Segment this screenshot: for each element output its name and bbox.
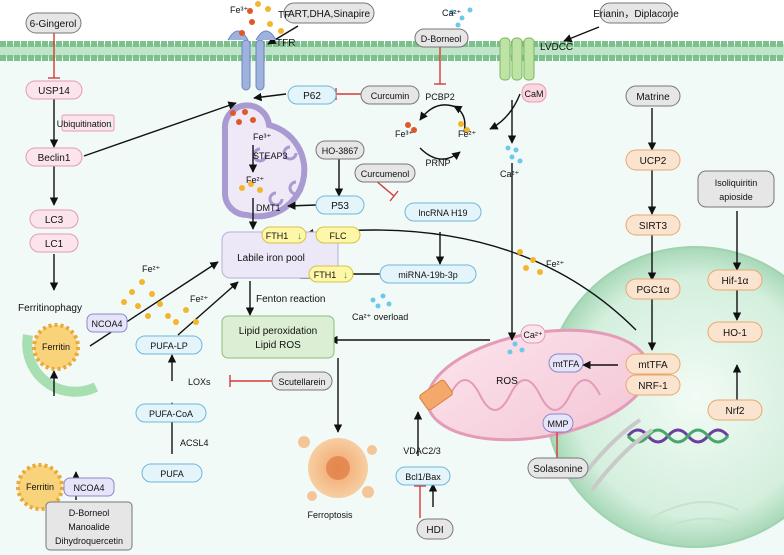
node-ca-overload: Ca²⁺ overload bbox=[352, 312, 408, 322]
node-mmp: MMP bbox=[548, 419, 569, 429]
node-steap3: STEAP3 bbox=[253, 151, 288, 161]
tf-label: TF bbox=[278, 10, 290, 21]
ca-label: Ca²⁺ bbox=[442, 8, 462, 18]
autophagosome-crescent bbox=[22, 334, 99, 397]
node-labile-iron-pool: Labile iron pool bbox=[237, 253, 305, 264]
drug-curcumenol: Curcumenol bbox=[361, 169, 410, 179]
node-fe2-middle: Fe²⁺ bbox=[190, 294, 209, 304]
inhibitions bbox=[48, 33, 563, 518]
node-nrf1: NRF-1 bbox=[638, 381, 668, 392]
node-bcl1-bax: Bcl1/Bax bbox=[405, 472, 441, 482]
node-mttfa: mtTFA bbox=[638, 360, 668, 371]
drug-bottom-1: D-Borneol bbox=[69, 508, 110, 518]
node-ferritin-upper: Ferritin bbox=[42, 342, 70, 352]
drug-scutellarein: Scutellarein bbox=[278, 377, 325, 387]
node-ucp2: UCP2 bbox=[640, 156, 667, 167]
node-ferritin-lower: Ferritin bbox=[26, 482, 54, 492]
node-fenton: Fenton reaction bbox=[256, 294, 326, 305]
node-pgc1a: PGC1α bbox=[636, 285, 669, 296]
cell-membrane bbox=[0, 41, 784, 61]
node-p53: P53 bbox=[331, 201, 349, 212]
node-ubiquitination: Ubiquitination bbox=[57, 119, 112, 129]
drug-ho3867: HO-3867 bbox=[322, 146, 359, 156]
node-fe2-left: Fe²⁺ bbox=[142, 264, 161, 274]
drug-matrine: Matrine bbox=[636, 92, 670, 103]
golgi-line bbox=[590, 428, 654, 492]
node-fe2-cycle: Fe²⁺ bbox=[458, 129, 477, 139]
dna-strand-2 bbox=[626, 428, 730, 444]
lvdcc-channel bbox=[499, 37, 535, 81]
node-fe3-endosome: Fe³⁺ bbox=[253, 132, 272, 142]
node-lc3: LC3 bbox=[45, 215, 64, 226]
node-fe3-cycle: Fe³⁺ bbox=[395, 129, 414, 139]
node-fth1-top: FTH1 bbox=[266, 231, 289, 241]
node-nrf2: Nrf2 bbox=[726, 406, 745, 417]
down-arrow-icon: ↓ bbox=[108, 119, 113, 130]
ion-dots bbox=[121, 1, 543, 355]
drug-hdi: HDI bbox=[426, 525, 443, 536]
node-fth1-bottom: FTH1 bbox=[314, 270, 337, 280]
tfr-label: TFR bbox=[276, 38, 295, 49]
drug-apioside: apioside bbox=[719, 192, 753, 202]
ferritin-sphere-upper bbox=[32, 323, 80, 371]
node-lncrna: lncRNA H19 bbox=[418, 208, 467, 218]
node-loxs: LOXs bbox=[188, 377, 211, 387]
cam-label: CaM bbox=[524, 89, 543, 99]
lvdcc-label: LVDCC bbox=[540, 42, 573, 53]
node-pufa: PUFA bbox=[160, 469, 184, 479]
labels: Fe³⁺ TF TFR Ca²⁺ LVDCC CaM 6-Gingerol AR… bbox=[18, 5, 757, 546]
node-ncoa4-lower: NCOA4 bbox=[73, 483, 104, 493]
node-ros: ROS bbox=[496, 376, 518, 387]
node-ho1: HO-1 bbox=[723, 328, 747, 339]
drug-erianin: Erianin，Diplacone bbox=[593, 9, 679, 20]
drug-bottom-3: Dihydroquercetin bbox=[55, 536, 123, 546]
boxes bbox=[25, 2, 775, 551]
node-fe2-right: Fe²⁺ bbox=[546, 259, 565, 269]
node-dmt1: DMT1 bbox=[256, 203, 281, 213]
node-ncoa4-upper: NCOA4 bbox=[91, 319, 122, 329]
node-ferroptosis: Ferroptosis bbox=[307, 510, 353, 520]
node-acsl4: ACSL4 bbox=[180, 438, 209, 448]
node-mirna: miRNA-19b-3p bbox=[398, 270, 458, 280]
node-prnp: PRNP bbox=[425, 158, 450, 168]
node-fe2-endosome: Fe²⁺ bbox=[246, 175, 265, 185]
drug-d-borneol: D-Borneol bbox=[421, 34, 462, 44]
node-pcbp2: PCBP2 bbox=[425, 92, 455, 102]
down-arrow-icon: ↓ bbox=[297, 231, 302, 242]
node-beclin1: Beclin1 bbox=[38, 153, 71, 164]
node-vdac: VDAC2/3 bbox=[403, 446, 441, 456]
node-ferritinophagy: Ferritinophagy bbox=[18, 303, 82, 314]
drug-gingerol: 6-Gingerol bbox=[30, 19, 77, 30]
node-lipid-peroxidation: Lipid peroxidation bbox=[239, 326, 317, 337]
node-p62: P62 bbox=[303, 91, 321, 102]
arrows bbox=[49, 25, 742, 507]
node-sirt3: SIRT3 bbox=[639, 221, 668, 232]
drug-art-dha: ART,DHA,Sinapire bbox=[288, 9, 371, 20]
drug-curcumin: Curcumin bbox=[371, 91, 410, 101]
node-lc1: LC1 bbox=[45, 239, 64, 250]
node-pufa-lp: PUFA-LP bbox=[150, 341, 188, 351]
ferroptotic-cell bbox=[298, 436, 377, 501]
drug-bottom-2: Manoalide bbox=[68, 522, 110, 532]
ferritin-sphere-lower bbox=[16, 463, 64, 511]
node-flc: FLC bbox=[329, 231, 347, 241]
node-lipid-ros: Lipid ROS bbox=[255, 340, 301, 351]
node-pufa-coa: PUFA-CoA bbox=[149, 409, 193, 419]
drug-isoliquiritin: Isoliquiritin bbox=[715, 178, 758, 188]
node-mttfa-mito: mtTFA bbox=[553, 359, 580, 369]
node-hif1a: Hif-1α bbox=[722, 276, 749, 287]
node-usp14: USP14 bbox=[38, 86, 70, 97]
drug-solasonine: Solasonine bbox=[533, 464, 583, 475]
node-ca2-mito: Ca²⁺ bbox=[523, 330, 543, 340]
node-ca2-cytosol: Ca²⁺ bbox=[500, 169, 520, 179]
down-arrow-icon: ↓ bbox=[343, 270, 348, 281]
fe3-label: Fe³⁺ bbox=[230, 5, 249, 15]
